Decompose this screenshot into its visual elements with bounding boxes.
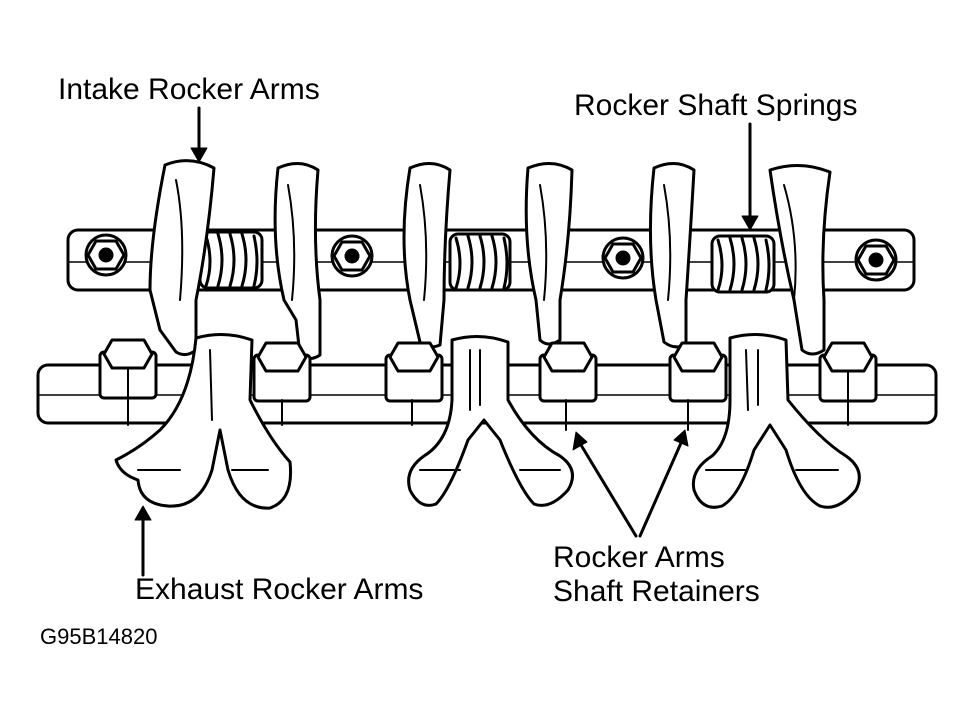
shaft-retainers-label-line2: Shaft Retainers: [553, 575, 760, 608]
upper-shaft-bolts: [84, 233, 898, 282]
shaft-retainers-label-line1: Rocker Arms: [553, 541, 725, 574]
figure-code: G95B14820: [40, 624, 158, 649]
intake-rocker-arms: [148, 159, 832, 360]
intake-rocker-arms-label: Intake Rocker Arms: [58, 73, 320, 106]
exhaust-rocker-arms-label: Exhaust Rocker Arms: [135, 573, 424, 606]
leader-lines: [134, 106, 759, 577]
rocker-shaft-springs-label: Rocker Shaft Springs: [574, 89, 858, 122]
exhaust-rocker-arms: [114, 333, 861, 510]
rocker-shaft-springs: [198, 230, 776, 294]
shaft-retainers: [98, 338, 878, 431]
